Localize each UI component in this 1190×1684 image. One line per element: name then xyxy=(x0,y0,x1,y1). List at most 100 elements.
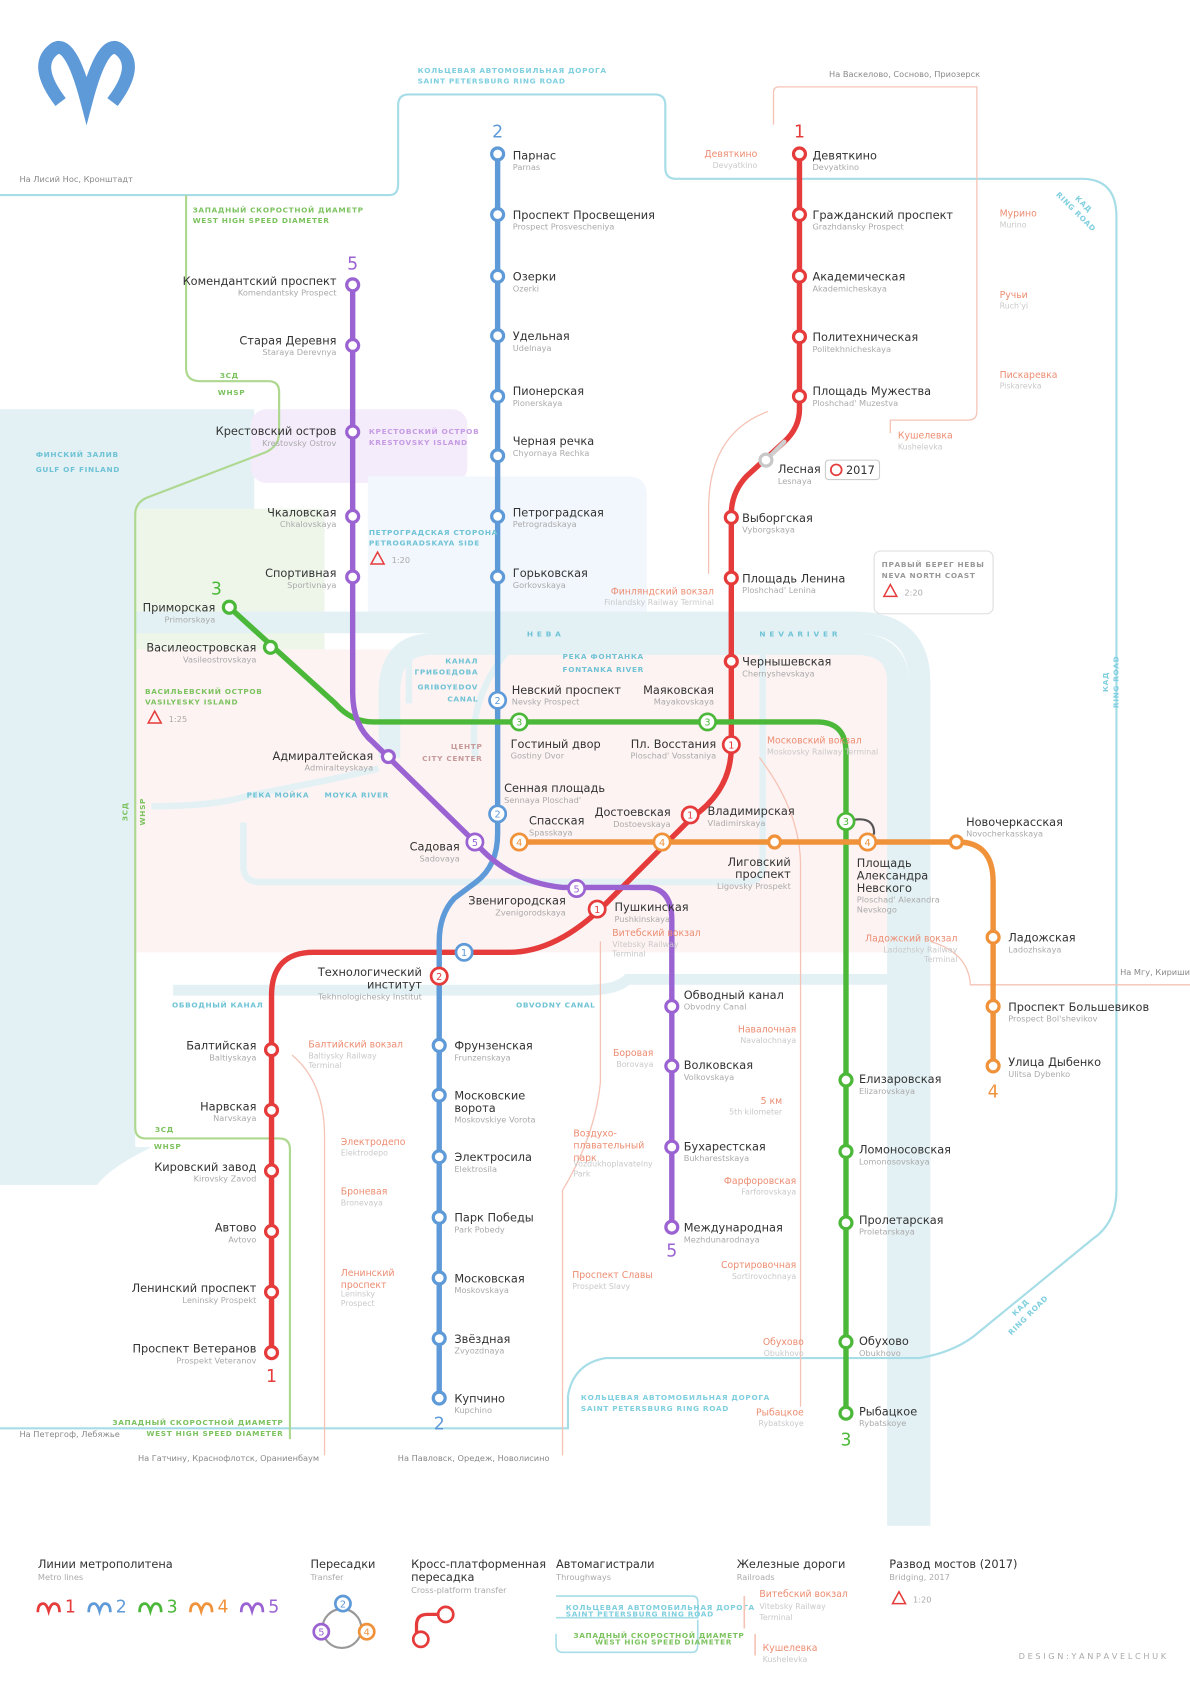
station-marker[interactable] xyxy=(838,1334,854,1350)
station-marker[interactable] xyxy=(838,1405,854,1421)
station-marker[interactable] xyxy=(431,1037,447,1053)
station-marker[interactable] xyxy=(490,146,506,162)
station-marker[interactable] xyxy=(431,1330,447,1347)
station-marker[interactable] xyxy=(723,570,739,586)
transfer-station-marker[interactable] xyxy=(858,832,878,852)
station-marker[interactable] xyxy=(263,1284,280,1300)
station-marker[interactable] xyxy=(345,277,361,293)
station-marker[interactable] xyxy=(263,1042,280,1058)
station-marker[interactable] xyxy=(838,1215,854,1231)
station-marker[interactable] xyxy=(985,998,1001,1015)
station-marker[interactable] xyxy=(345,337,361,354)
station-marker[interactable] xyxy=(723,653,739,669)
transfer-station-marker[interactable] xyxy=(509,712,529,732)
transfer-station-marker[interactable] xyxy=(454,942,474,962)
transfer-station-marker[interactable] xyxy=(721,735,741,755)
station-marker[interactable] xyxy=(431,1390,447,1406)
transfer-station-marker[interactable] xyxy=(429,966,449,986)
transfer-station-marker[interactable] xyxy=(652,832,672,852)
station-marker[interactable] xyxy=(380,748,396,765)
station-marker[interactable] xyxy=(263,1102,280,1118)
station-marker[interactable] xyxy=(345,569,361,585)
station-marker[interactable] xyxy=(263,1163,280,1179)
station-marker[interactable] xyxy=(838,1143,854,1159)
station-marker[interactable] xyxy=(490,508,506,524)
station-marker[interactable] xyxy=(791,329,808,345)
transfer-station-marker[interactable] xyxy=(509,832,529,852)
station-marker[interactable] xyxy=(431,1087,447,1103)
transfer-station-marker[interactable] xyxy=(465,832,485,852)
station-marker[interactable] xyxy=(664,1139,680,1155)
transfer-station-marker[interactable] xyxy=(680,805,700,825)
station-marker[interactable] xyxy=(985,929,1001,945)
station-marker[interactable] xyxy=(490,569,506,585)
station-marker[interactable] xyxy=(490,268,506,284)
station-marker[interactable] xyxy=(490,388,506,404)
transfer-station-marker[interactable] xyxy=(836,811,856,831)
station-marker[interactable] xyxy=(221,599,237,615)
station-marker[interactable] xyxy=(791,268,808,284)
station-marker[interactable] xyxy=(758,452,774,468)
station-marker[interactable] xyxy=(948,834,964,850)
station-marker[interactable] xyxy=(791,388,808,404)
station-marker[interactable] xyxy=(431,1209,447,1225)
station-marker[interactable] xyxy=(791,146,808,162)
station-marker[interactable] xyxy=(664,998,680,1015)
station-marker[interactable] xyxy=(263,1345,280,1361)
station-marker[interactable] xyxy=(723,509,739,526)
transfer-station-marker[interactable] xyxy=(587,899,607,919)
station-marker[interactable] xyxy=(767,834,783,850)
station-marker[interactable] xyxy=(431,1270,447,1286)
station-marker[interactable] xyxy=(838,1072,854,1088)
station-marker[interactable] xyxy=(791,206,808,223)
station-marker[interactable] xyxy=(345,424,361,440)
transfer-station-marker[interactable] xyxy=(488,690,508,710)
